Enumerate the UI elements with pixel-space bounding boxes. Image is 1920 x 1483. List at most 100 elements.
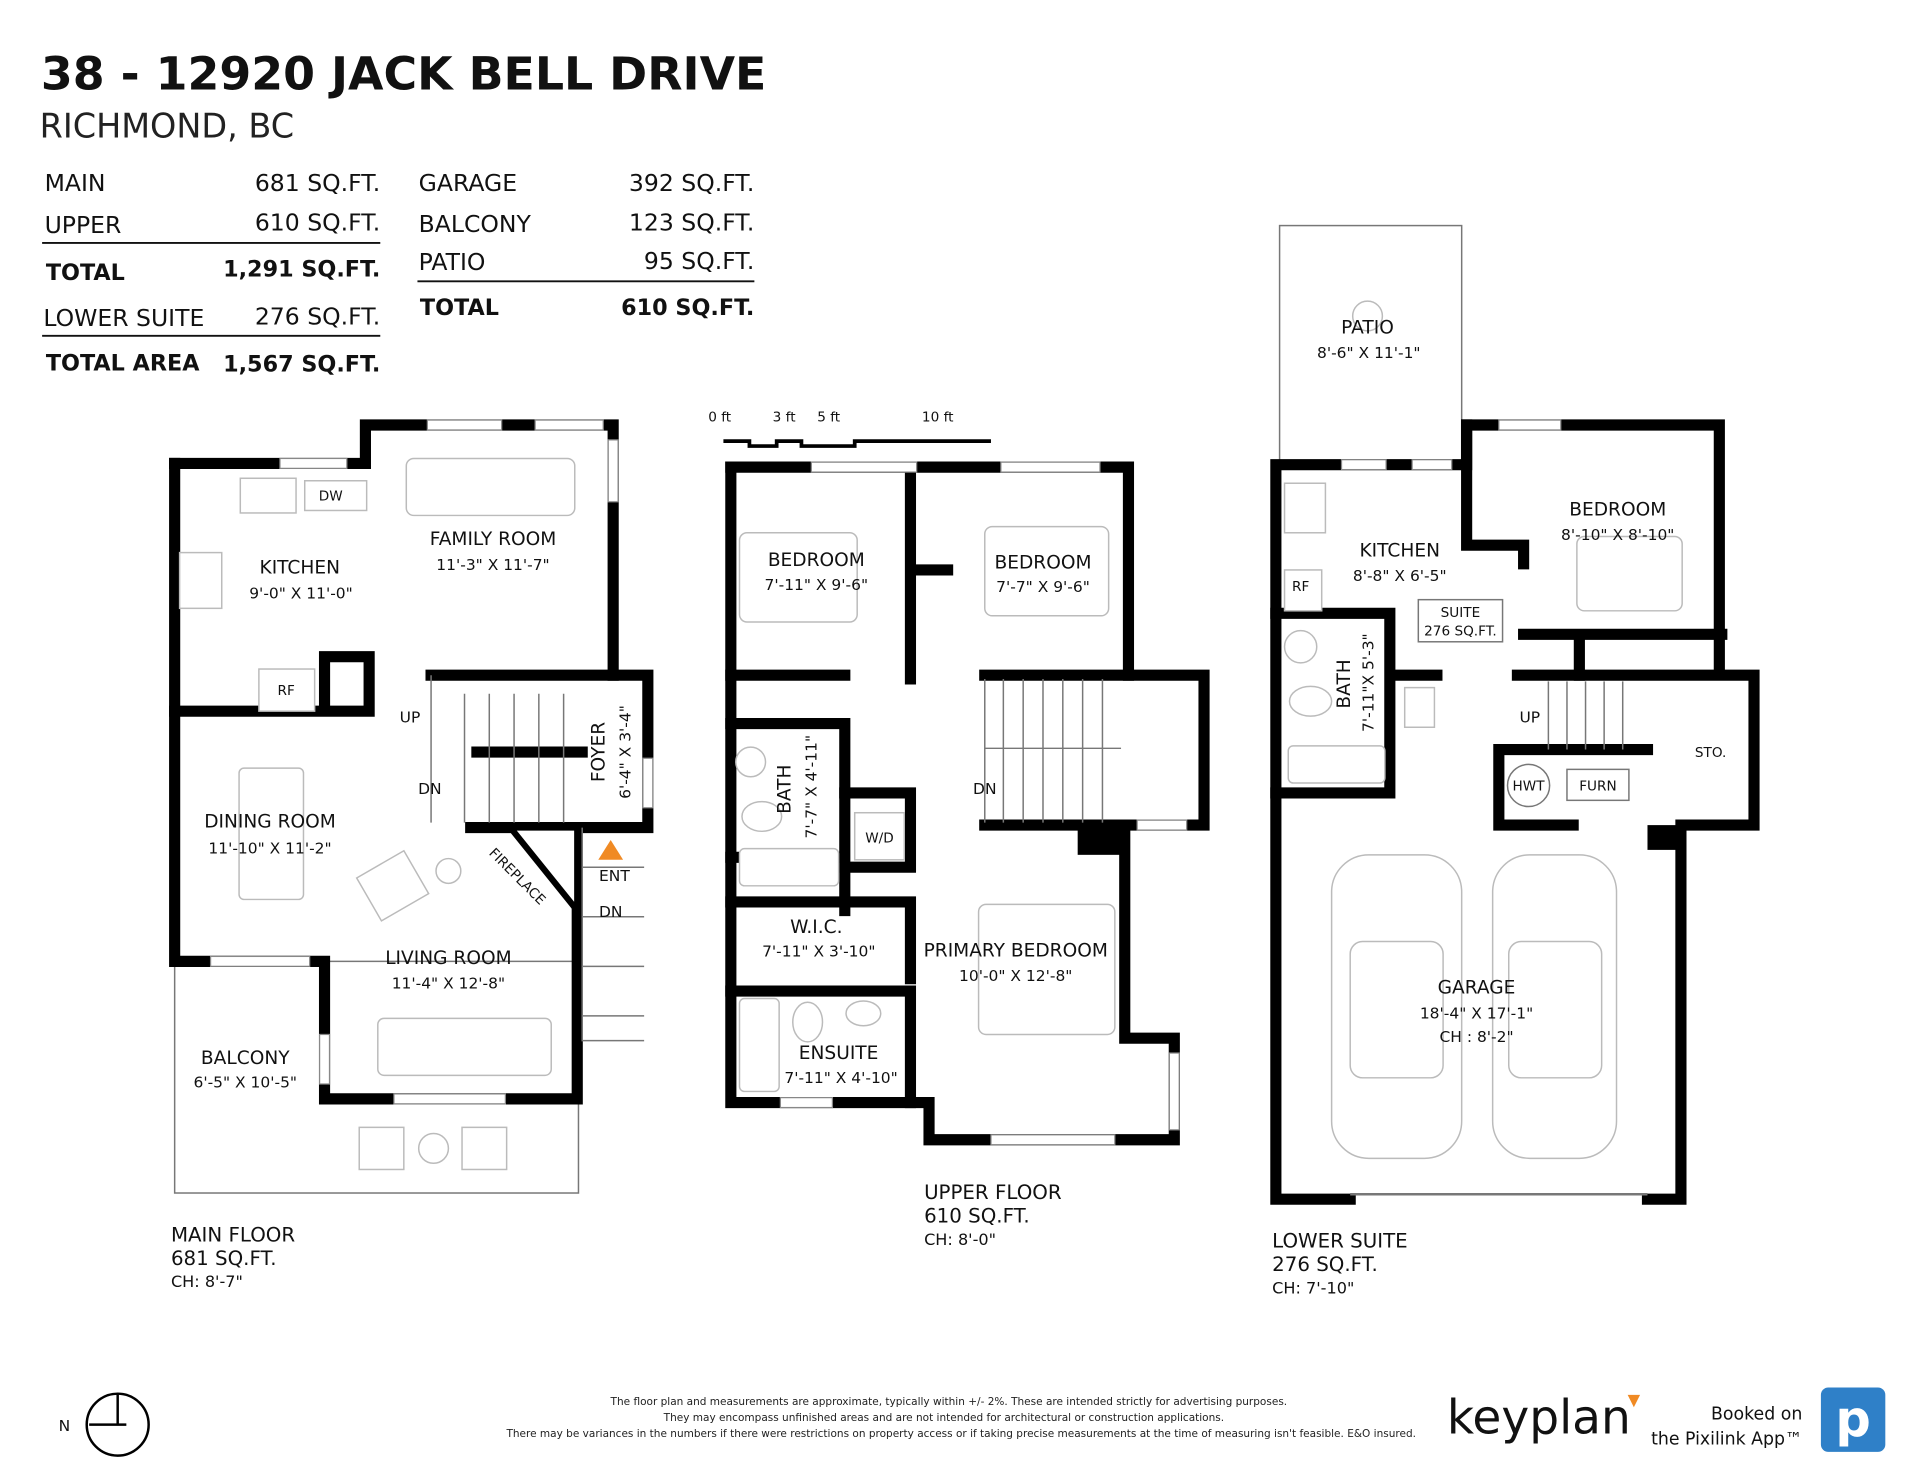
area-label: TOTAL bbox=[420, 295, 499, 321]
room-dims: 7'-11"X 5'-3" bbox=[1360, 633, 1378, 732]
pixilink-app-icon: p bbox=[1820, 1387, 1886, 1452]
room-dims: 8'-6" X 11'-1" bbox=[1317, 344, 1421, 362]
keyplan-logo-accent-icon bbox=[1627, 1394, 1641, 1408]
area-value: 681 SQ.FT. bbox=[255, 169, 380, 197]
area-value: 1,291 SQ.FT. bbox=[223, 256, 380, 282]
app-icon-letter: p bbox=[1835, 1390, 1870, 1448]
scale-bar: 0 ft 3 ft 5 ft 10 ft bbox=[708, 409, 991, 448]
room-dims: 6'-4" X 3'-4" bbox=[617, 705, 635, 799]
area-label: TOTAL AREA bbox=[46, 351, 200, 377]
room-name: PATIO bbox=[1341, 317, 1394, 338]
area-value: 610 SQ.FT. bbox=[255, 209, 380, 237]
room-name: BALCONY bbox=[201, 1048, 290, 1069]
room-dims: 18'-4" X 17'-1" bbox=[1420, 1004, 1533, 1022]
storage-label: STO. bbox=[1695, 745, 1726, 761]
room-dims: 6'-5" X 10'-5" bbox=[193, 1074, 297, 1092]
area-label: PATIO bbox=[419, 248, 486, 276]
floor-area: 681 SQ.FT. bbox=[171, 1247, 277, 1270]
north-arrow: N bbox=[59, 1392, 150, 1457]
disclaimer-line: There may be variances in the numbers if… bbox=[505, 1428, 1416, 1440]
floor-area: 276 SQ.FT. bbox=[1272, 1253, 1378, 1276]
room-dims: 11'-4" X 12'-8" bbox=[392, 975, 505, 993]
area-value: 95 SQ.FT. bbox=[644, 247, 754, 275]
ceiling-height: CH: 8'-7" bbox=[171, 1272, 243, 1291]
furnace-label: FURN bbox=[1579, 778, 1616, 794]
area-value: 610 SQ.FT. bbox=[621, 295, 754, 321]
disclaimer-line: The floor plan and measurements are appr… bbox=[610, 1396, 1288, 1408]
ceiling-height: CH: 8'-0" bbox=[924, 1230, 996, 1249]
property-title: 38 - 12920 JACK BELL DRIVE bbox=[41, 46, 766, 100]
booked-on-line2: the Pixilink App™ bbox=[1651, 1429, 1802, 1449]
floor-caption: UPPER FLOOR bbox=[924, 1181, 1062, 1204]
room-name: BATH bbox=[774, 765, 795, 814]
room-dims: 8'-8" X 6'-5" bbox=[1353, 567, 1447, 585]
room-name: ENSUITE bbox=[799, 1043, 879, 1064]
fridge-label: RF bbox=[1292, 579, 1309, 595]
room-name: BATH bbox=[1334, 659, 1355, 708]
area-value: 123 SQ.FT. bbox=[629, 209, 754, 237]
suite-box-line1: SUITE bbox=[1441, 605, 1481, 621]
disclaimer-line: They may encompass unfinished areas and … bbox=[663, 1412, 1224, 1424]
property-city: RICHMOND, BC bbox=[40, 107, 294, 146]
room-dims: 11'-10" X 11'-2" bbox=[208, 840, 331, 858]
scale-tick: 3 ft bbox=[773, 409, 797, 425]
stairs-up-label: UP bbox=[1519, 708, 1540, 726]
room-name: DINING ROOM bbox=[204, 812, 336, 833]
main-floor-plan: DW RF KITCHEN 9'-0" X 11'-0" FAMILY ROOM… bbox=[169, 419, 654, 1291]
entrance-marker-icon bbox=[598, 839, 624, 860]
scale-tick: 0 ft bbox=[708, 409, 732, 425]
area-label: LOWER SUITE bbox=[43, 304, 204, 332]
room-name: FOYER bbox=[588, 722, 609, 782]
room-dims: 7'-11" X 9'-6" bbox=[765, 576, 869, 594]
booked-on-line1: Booked on bbox=[1711, 1405, 1802, 1425]
floor-area: 610 SQ.FT. bbox=[924, 1205, 1030, 1228]
keyplan-logo: keyplan bbox=[1447, 1390, 1631, 1445]
room-name: GARAGE bbox=[1438, 978, 1516, 999]
dishwasher-label: DW bbox=[319, 489, 343, 505]
room-name: W.I.C. bbox=[790, 917, 842, 938]
stairs-up-label: UP bbox=[400, 708, 421, 726]
area-table-right: GARAGE 392 SQ.FT. BALCONY 123 SQ.FT. PAT… bbox=[417, 169, 754, 321]
floor-caption: MAIN FLOOR bbox=[171, 1223, 295, 1246]
area-value: 392 SQ.FT. bbox=[629, 169, 754, 197]
north-label: N bbox=[59, 1417, 71, 1435]
fridge-label: RF bbox=[277, 683, 294, 699]
room-name: KITCHEN bbox=[1359, 540, 1439, 561]
room-dims: 10'-0" X 12'-8" bbox=[959, 967, 1072, 985]
floor-caption: LOWER SUITE bbox=[1272, 1230, 1408, 1253]
area-value: 1,567 SQ.FT. bbox=[223, 352, 380, 378]
area-label: TOTAL bbox=[46, 260, 125, 286]
garage-ceiling: CH : 8'-2" bbox=[1439, 1028, 1513, 1046]
room-name: FAMILY ROOM bbox=[430, 529, 557, 550]
room-name: BEDROOM bbox=[1569, 499, 1666, 520]
stairs-down-label: DN bbox=[973, 780, 996, 798]
room-name: BEDROOM bbox=[768, 550, 865, 571]
room-dims: 7'-7" X 9'-6" bbox=[996, 578, 1090, 596]
room-dims: 7'-7" X 4'-11" bbox=[802, 735, 820, 839]
hot-water-tank-label: HWT bbox=[1513, 778, 1546, 794]
ceiling-height: CH: 7'-10" bbox=[1272, 1278, 1354, 1297]
stairs-down-label: DN bbox=[418, 780, 441, 798]
area-label: UPPER bbox=[45, 211, 122, 239]
room-name: PRIMARY BEDROOM bbox=[924, 940, 1108, 961]
room-name: KITCHEN bbox=[260, 558, 341, 579]
area-value: 276 SQ.FT. bbox=[255, 303, 380, 331]
area-label: MAIN bbox=[45, 169, 106, 197]
room-dims: 9'-0" X 11'-0" bbox=[249, 584, 353, 602]
room-dims: 11'-3" X 11'-7" bbox=[436, 556, 549, 574]
upper-floor-plan: W/D BEDROOM 7'-11" X 9'-6" BEDROOM 7'-7"… bbox=[725, 461, 1210, 1249]
entrance-label: ENT bbox=[599, 867, 630, 885]
area-label: GARAGE bbox=[419, 169, 517, 197]
suite-box-line2: 276 SQ.FT. bbox=[1424, 624, 1497, 640]
room-name: LIVING ROOM bbox=[385, 948, 511, 969]
scale-tick: 5 ft bbox=[817, 409, 841, 425]
room-dims: 7'-11" X 3'-10" bbox=[762, 942, 875, 960]
room-dims: 8'-10" X 8'-10" bbox=[1561, 526, 1674, 544]
scale-tick: 10 ft bbox=[922, 409, 954, 425]
lower-suite-plan: PATIO 8'-6" X 11'-1" KITCHEN 8'-8" X 6'-… bbox=[1270, 224, 1760, 1297]
room-dims: 7'-11" X 4'-10" bbox=[784, 1069, 897, 1087]
washer-dryer-label: W/D bbox=[865, 830, 894, 846]
area-table-left: MAIN 681 SQ.FT. UPPER 610 SQ.FT. TOTAL 1… bbox=[42, 169, 380, 378]
entrance-stairs-down-label: DN bbox=[599, 903, 622, 921]
